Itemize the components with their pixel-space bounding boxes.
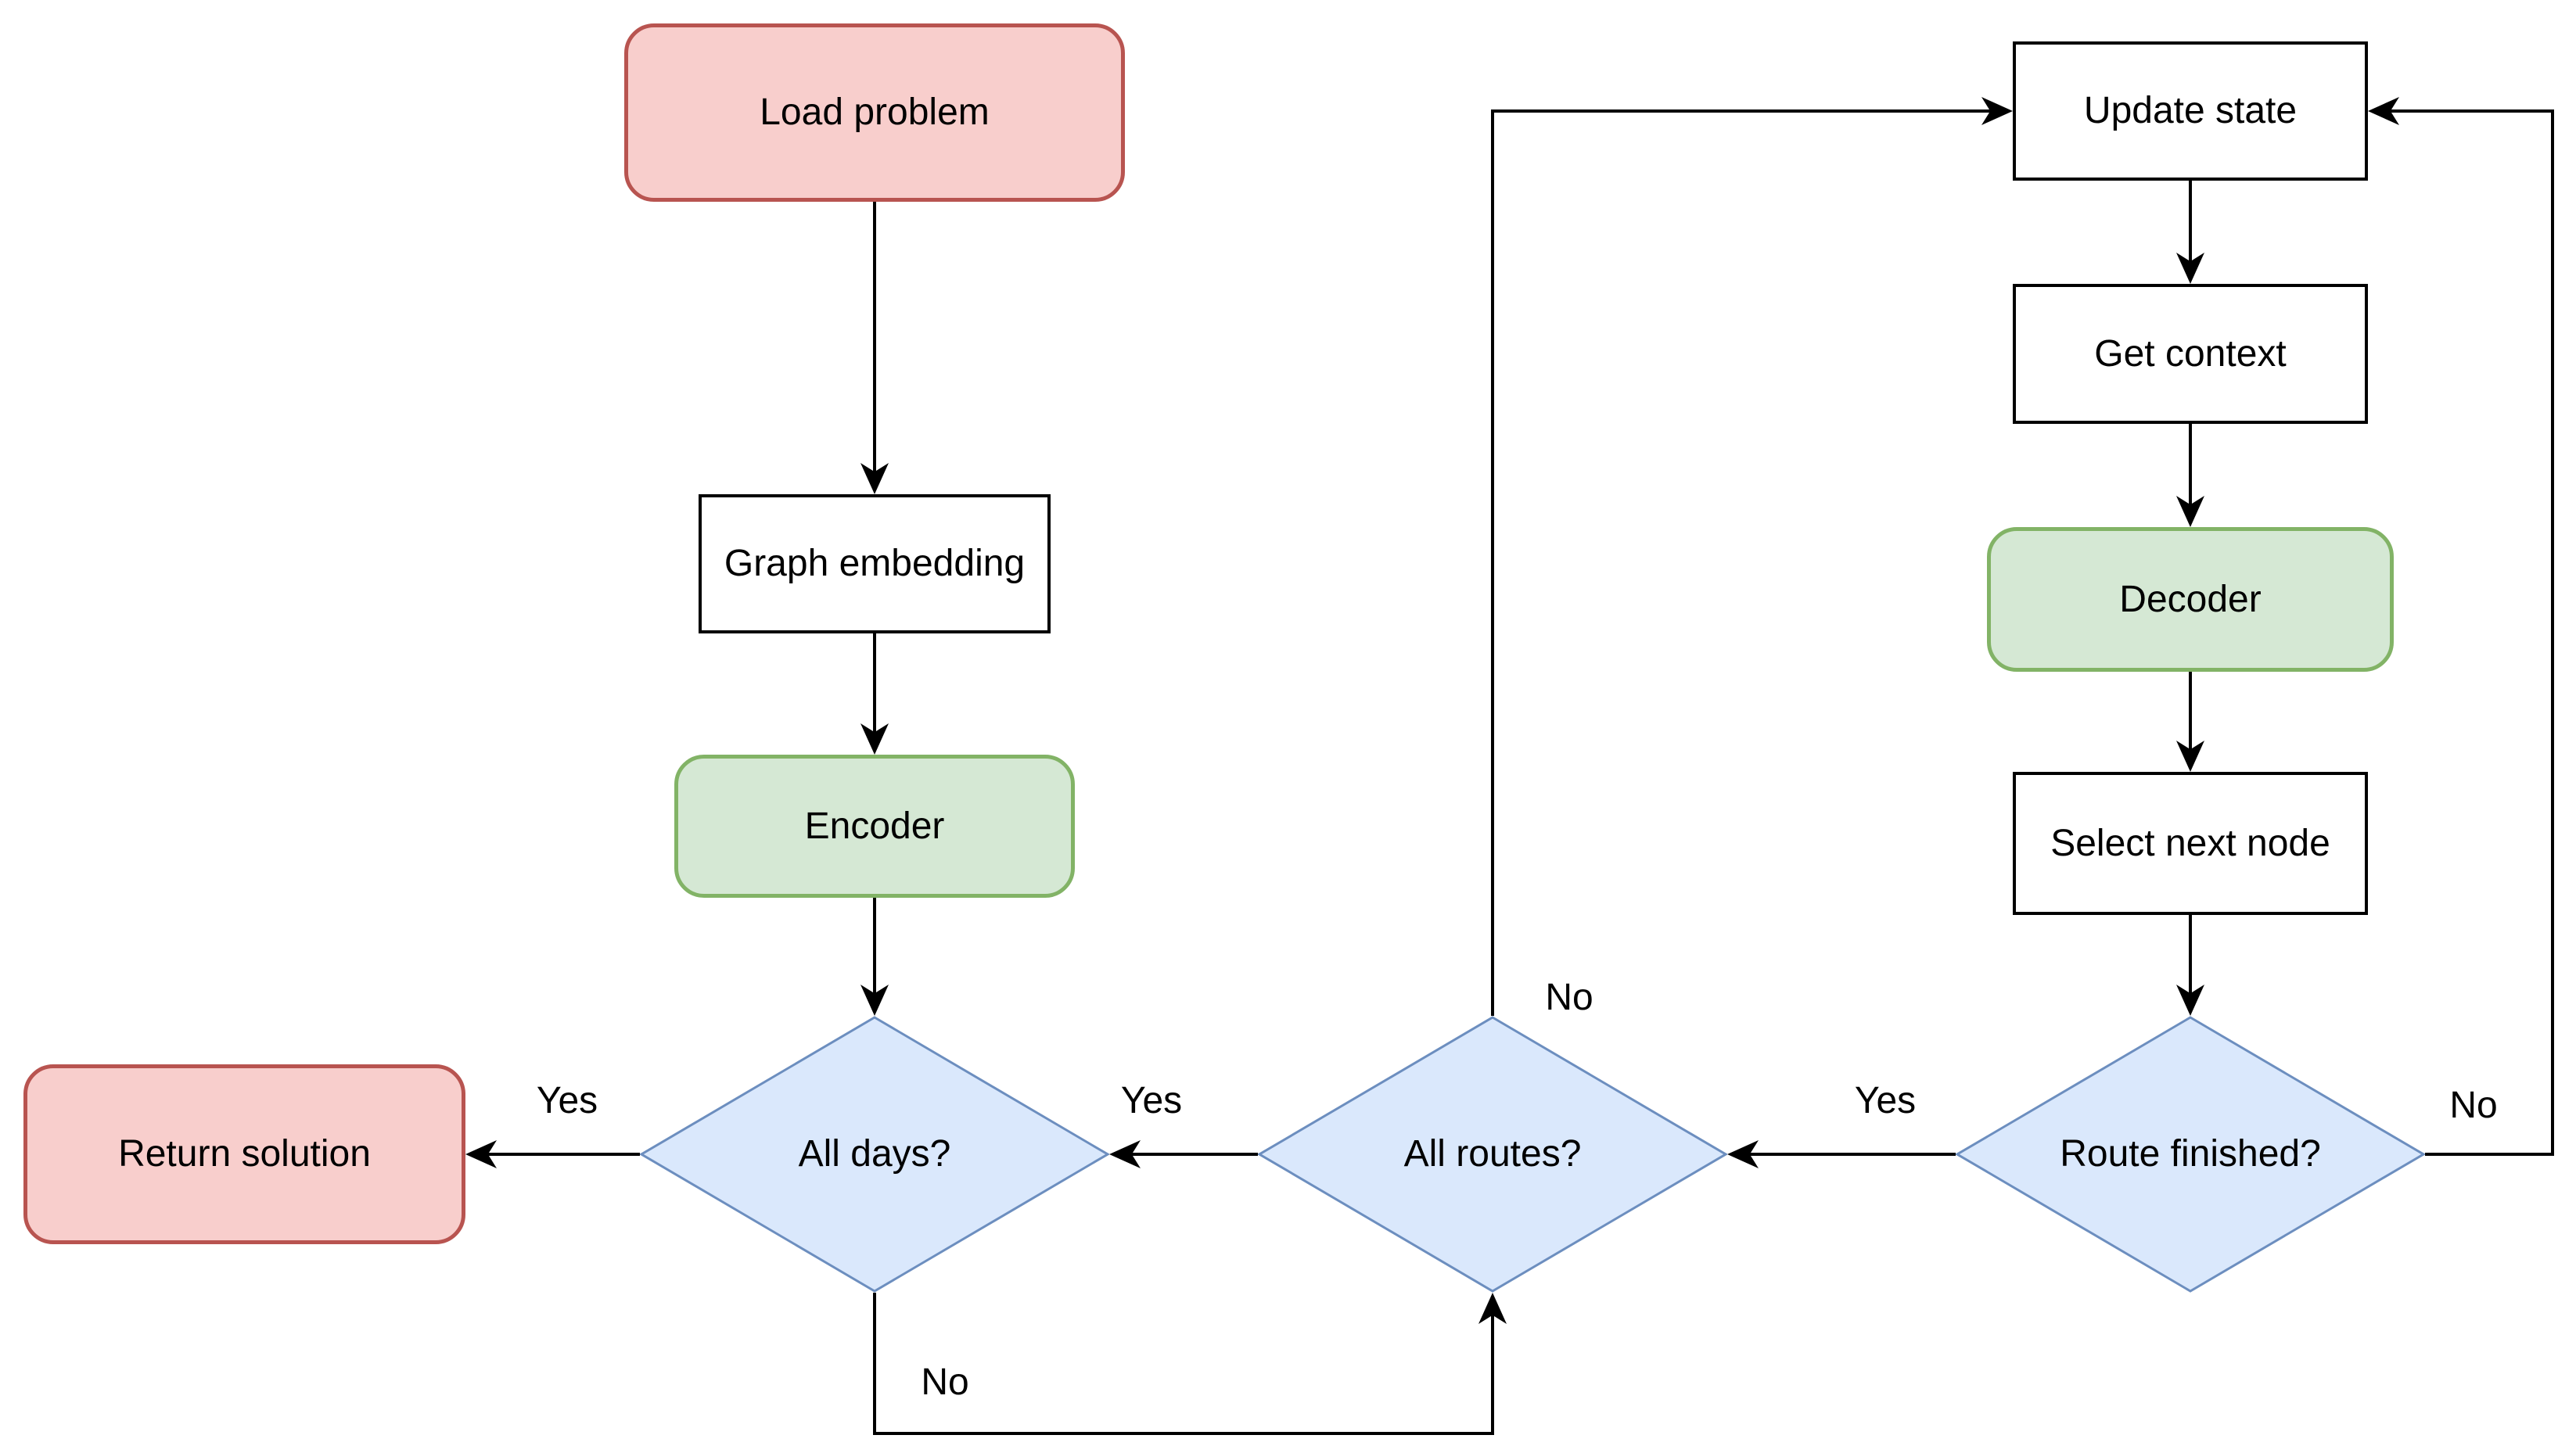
diamond-shape-icon: [1956, 1016, 2425, 1293]
edge-label-no-route-finished: No: [2445, 1083, 2502, 1128]
node-select-next-node: Select next node: [2013, 772, 2368, 915]
node-decoder-label: Decoder: [2119, 578, 2262, 620]
edge-label-no-all-routes: No: [1540, 975, 1598, 1021]
node-all-days-label: All days?: [798, 1133, 951, 1175]
node-all-routes: All routes?: [1258, 1016, 1727, 1293]
node-encoder: Encoder: [674, 755, 1075, 898]
node-get-context-label: Get context: [2094, 332, 2287, 375]
node-all-days: All days?: [640, 1016, 1109, 1293]
edge-label-no-all-days: No: [916, 1360, 974, 1405]
node-load-problem: Load problem: [624, 23, 1125, 202]
node-graph-embedding: Graph embedding: [699, 494, 1051, 633]
diamond-shape-icon: [640, 1016, 1109, 1293]
edge-all-routes-to-update-state: [1491, 97, 2013, 1016]
node-all-routes-label: All routes?: [1403, 1133, 1582, 1175]
edge-label-yes-return-solution: Yes: [531, 1078, 603, 1124]
node-decoder: Decoder: [1987, 527, 2394, 672]
edge-route-finished-to-update-state: [2368, 97, 2554, 1156]
edge-label-yes-all-routes: Yes: [1849, 1078, 1921, 1124]
node-select-next-node-label: Select next node: [2050, 822, 2330, 864]
node-graph-embedding-label: Graph embedding: [724, 543, 1026, 585]
node-encoder-label: Encoder: [804, 805, 945, 847]
node-update-state: Update state: [2013, 41, 2368, 181]
edge-label-yes-all-days: Yes: [1116, 1078, 1187, 1124]
node-return-solution-label: Return solution: [118, 1133, 371, 1175]
diamond-shape-icon: [1258, 1016, 1727, 1293]
node-route-finished-label: Route finished?: [2060, 1133, 2321, 1175]
node-route-finished: Route finished?: [1956, 1016, 2425, 1293]
node-return-solution: Return solution: [23, 1064, 465, 1244]
node-get-context: Get context: [2013, 284, 2368, 424]
node-load-problem-label: Load problem: [760, 91, 990, 134]
node-update-state-label: Update state: [2083, 90, 2298, 132]
